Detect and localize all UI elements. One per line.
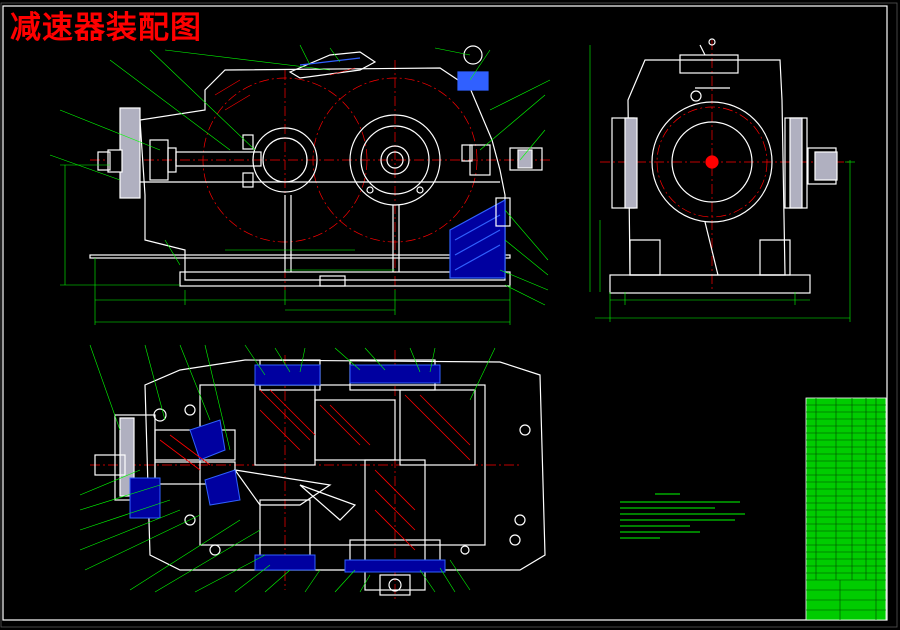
side-dimensions: [589, 45, 855, 322]
drawing-border: [2, 5, 888, 621]
side-view: [600, 38, 850, 294]
front-view: [89, 45, 550, 290]
top-red-hatch: [159, 389, 471, 551]
tech-notes: [620, 493, 745, 539]
top-section-view: [90, 350, 546, 600]
front-hatch: [214, 67, 356, 111]
front-leaders: [49, 44, 551, 306]
top-leaders: [79, 344, 496, 593]
top-centerlines: [90, 350, 520, 600]
front-dimensions: [60, 164, 511, 325]
drawing-title: 减速器装配图: [10, 10, 202, 46]
top-hatch: [129, 364, 446, 573]
title-block-table: [805, 397, 887, 621]
side-centerlines: [600, 40, 850, 290]
